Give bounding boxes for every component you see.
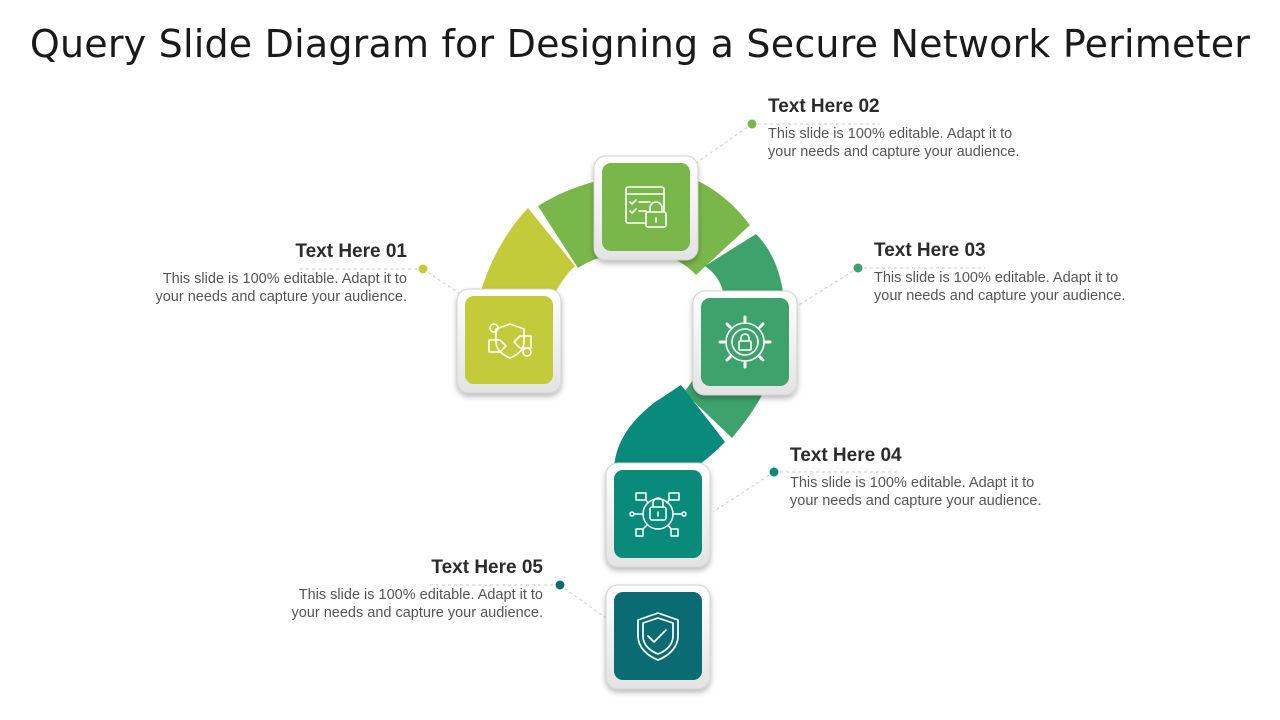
- connector-dot-1: [418, 264, 428, 274]
- step-2-description: This slide is 100% editable. Adapt it to…: [768, 125, 1058, 161]
- step-5-heading: Text Here 05: [431, 557, 543, 578]
- step-1-heading: Text Here 01: [295, 241, 407, 262]
- callout-step-5: Text Here 05 This slide is 100% editable…: [266, 557, 543, 622]
- connector-dot-2: [747, 119, 757, 129]
- step-2-description-line-1: This slide is 100% editable. Adapt it to: [768, 126, 1013, 142]
- step-2-heading: Text Here 02: [768, 96, 880, 117]
- step-3-description-line-1: This slide is 100% editable. Adapt it to: [874, 270, 1119, 286]
- step-4-description-line-2: your needs and capture your audience.: [790, 493, 1042, 509]
- step-tile-1: [456, 288, 562, 394]
- step-3-description: This slide is 100% editable. Adapt it to…: [874, 269, 1164, 305]
- step-1-description-line-2: your needs and capture your audience.: [155, 289, 407, 305]
- callout-step-2: Text Here 02 This slide is 100% editable…: [768, 96, 1058, 161]
- step-tile-2: [593, 155, 699, 261]
- connector-dot-3: [853, 263, 863, 273]
- step-4-description-line-1: This slide is 100% editable. Adapt it to: [790, 475, 1035, 491]
- step-5-description-line-2: your needs and capture your audience.: [291, 605, 543, 621]
- step-5-description-line-1: This slide is 100% editable. Adapt it to: [298, 587, 543, 603]
- step-3-heading: Text Here 03: [874, 240, 986, 261]
- step-tile-4: [605, 462, 711, 568]
- connector-dot-5: [555, 580, 565, 590]
- step-1-description: This slide is 100% editable. Adapt it to…: [130, 270, 407, 306]
- band-segment-1: [480, 208, 575, 312]
- step-5-description: This slide is 100% editable. Adapt it to…: [266, 586, 543, 622]
- step-2-description-line-2: your needs and capture your audience.: [768, 144, 1020, 160]
- step-1-description-line-1: This slide is 100% editable. Adapt it to: [162, 271, 407, 287]
- step-4-description: This slide is 100% editable. Adapt it to…: [790, 474, 1080, 510]
- step-tile-5: [605, 584, 711, 690]
- step-4-heading: Text Here 04: [790, 445, 902, 466]
- browser-lock-icon: [625, 186, 667, 228]
- callout-step-3: Text Here 03 This slide is 100% editable…: [874, 240, 1164, 305]
- network-lock-icon: [629, 492, 687, 537]
- shield-check-icon: [637, 612, 679, 661]
- connector-dot-4: [769, 467, 779, 477]
- step-3-description-line-2: your needs and capture your audience.: [874, 288, 1126, 304]
- callout-step-4: Text Here 04 This slide is 100% editable…: [790, 445, 1080, 510]
- callout-step-1: Text Here 01 This slide is 100% editable…: [130, 241, 407, 306]
- slide-title: Query Slide Diagram for Designing a Secu…: [29, 22, 1251, 66]
- connector-lines: [300, 123, 985, 619]
- shield-handshake-icon: [488, 323, 532, 359]
- step-tile-3: [692, 290, 798, 396]
- gear-lock-icon: [718, 315, 772, 369]
